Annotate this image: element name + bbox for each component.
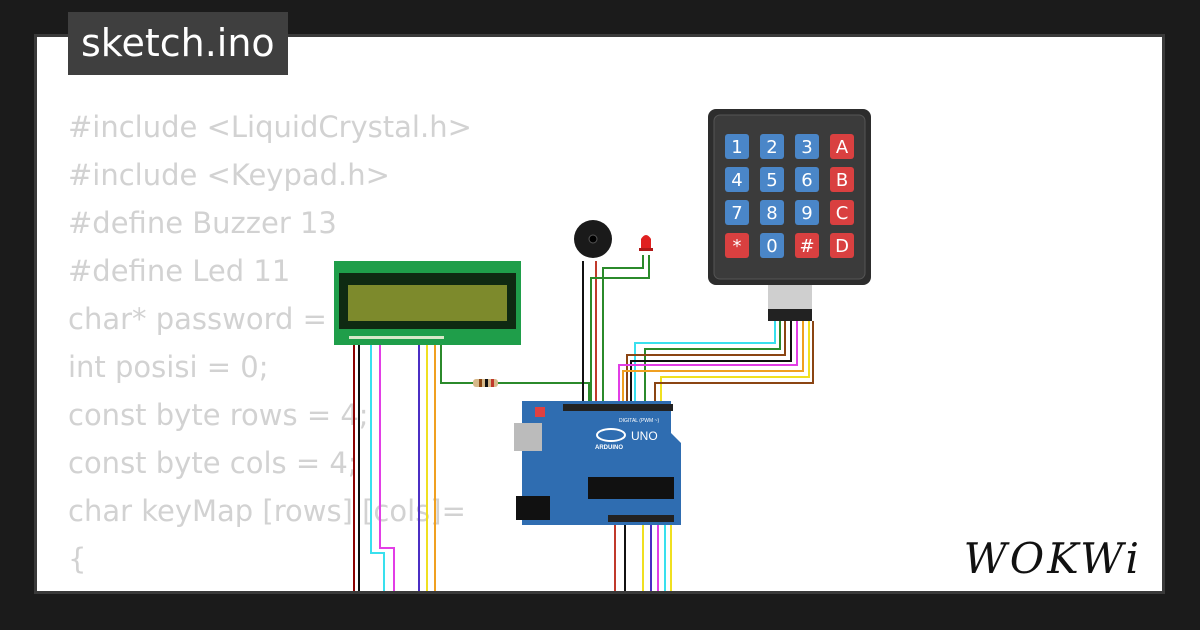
keypad-key[interactable]: 5 [760,167,784,192]
keypad-key-label: 6 [801,170,812,191]
keypad-key[interactable]: D [830,233,854,258]
keypad-key[interactable]: B [830,167,854,192]
keypad-key[interactable]: A [830,134,854,159]
keypad-key[interactable]: 1 [725,134,749,159]
keypad-key-label: B [836,170,848,191]
code-line: int posisi = 0; [68,350,269,384]
keypad-key[interactable]: 3 [795,134,819,159]
keypad-wires [618,321,814,407]
keypad-key[interactable]: 6 [795,167,819,192]
file-name-tag: sketch.ino [68,12,288,75]
keypad-key[interactable]: # [795,233,819,258]
code-preview: #include <LiquidCrystal.h> #include <Keyp… [68,103,472,591]
lcd-display [334,261,521,345]
circuit-diagram: 1 2 3 A 4 5 6 B 7 8 9 C * 0 # D UNO ARDUINO DIGITAL (PW… [334,109,871,591]
keypad-key-label: 9 [801,203,812,224]
keypad-key[interactable]: 4 [725,167,749,192]
keypad-key-label: 8 [766,203,777,224]
board-brand: ARDUINO [595,445,623,451]
keypad-key[interactable]: 9 [795,200,819,225]
keypad-key-label: C [836,203,849,224]
code-line: { [68,542,87,576]
keypad-4x4: 1 2 3 A 4 5 6 B 7 8 9 C * 0 # D [708,109,871,321]
keypad-key[interactable]: 0 [760,233,784,258]
keypad-key[interactable]: 8 [760,200,784,225]
code-line: char* password = " [68,302,350,336]
board-model: UNO [631,429,658,443]
keypad-key-label: 4 [731,170,742,191]
keypad-key[interactable]: C [830,200,854,225]
code-line: #include <Keypad.h> [68,158,390,192]
red-led [639,235,653,251]
keypad-key-label: 7 [731,203,742,224]
buzzer [574,220,612,258]
keypad-key-label: A [836,137,849,158]
code-line: const byte rows = 4; [68,398,369,432]
lcd-wires [353,344,590,591]
arduino-bottom-wires [614,523,672,591]
diagram-card: #include <LiquidCrystal.h> #include <Keyp… [34,34,1165,594]
resistor [473,379,498,387]
keypad-key-label: * [733,236,742,257]
keypad-key[interactable]: 7 [725,200,749,225]
keypad-key-label: 0 [766,236,777,257]
keypad-key-label: 1 [731,137,742,158]
code-line: #include <LiquidCrystal.h> [68,110,472,144]
keypad-key[interactable]: 2 [760,134,784,159]
keypad-key-label: 3 [801,137,812,158]
arduino-uno-board: UNO ARDUINO DIGITAL (PWM ~) [514,401,681,525]
code-line: {'1', '2', '3', 'A'}, [68,583,472,591]
keypad-key-label: 5 [766,170,777,191]
buzzer-led-wires [582,255,650,407]
keypad-key[interactable]: * [725,233,749,258]
keypad-key-label: # [799,236,814,257]
keypad-key-label: 2 [766,137,777,158]
code-line: #define Buzzer 13 [68,206,337,240]
wokwi-logo: WOKWi [963,534,1142,583]
keypad-key-label: D [835,236,849,257]
code-line: const byte cols = 4; [68,446,358,480]
code-line: #define Led 11 [68,254,291,288]
digital-header-label: DIGITAL (PWM ~) [619,418,659,424]
